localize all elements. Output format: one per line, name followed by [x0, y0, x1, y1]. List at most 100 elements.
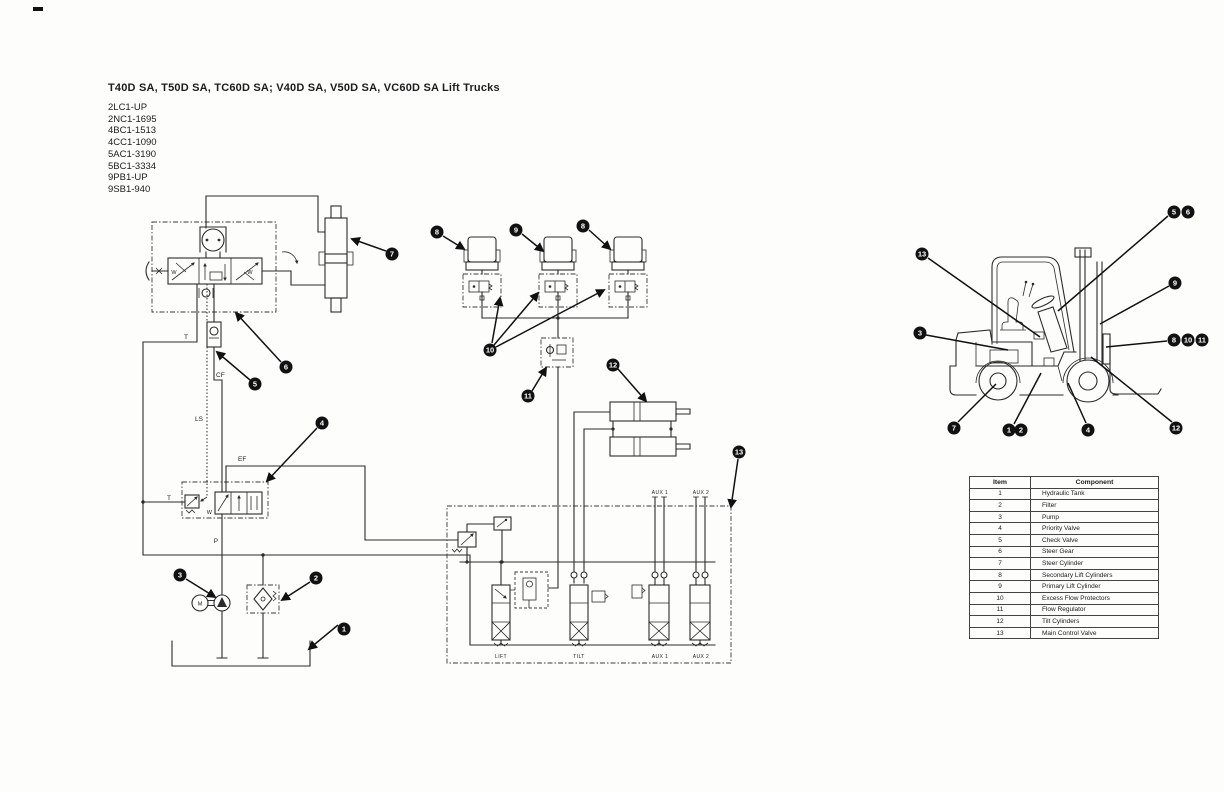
spring-label-left: W — [171, 270, 177, 276]
callout-line — [925, 334, 1009, 351]
callout-line — [1067, 382, 1087, 424]
callout-line — [442, 235, 466, 251]
pump-motor: M — [191, 594, 231, 659]
item-number: 4 — [969, 522, 1031, 535]
component-name: Steer Cylinder — [1030, 557, 1159, 570]
callout-badge — [309, 571, 323, 585]
callout-line — [727, 458, 739, 509]
serial-number: 5BC1-3334 — [108, 160, 157, 172]
aux1-port-label: AUX 1 — [652, 490, 668, 496]
callout-number: 1 — [342, 625, 346, 634]
callout-number: 8 — [581, 222, 585, 231]
callout-line — [617, 368, 648, 403]
callout-badge — [1167, 333, 1181, 347]
callout-number: 2 — [1019, 426, 1023, 435]
callout-badge — [521, 389, 535, 403]
lift-section-label: LIFT — [495, 654, 507, 660]
serial-number: 2LC1-UP — [108, 102, 148, 113]
item-number: 7 — [969, 557, 1031, 570]
serial-number: 5AC1-3190 — [108, 148, 157, 160]
callout-number: 7 — [390, 250, 394, 259]
serial-number: 4CC1-1090 — [108, 137, 157, 149]
ls-label: LS — [195, 416, 204, 423]
callout-number: 6 — [284, 363, 288, 372]
item-number: 1 — [969, 487, 1031, 501]
steer-cylinder — [205, 195, 354, 313]
item-number: 9 — [969, 580, 1031, 593]
callout-badge — [248, 377, 262, 391]
steer-plumbing: T LS CF — [142, 283, 225, 556]
p-label: P — [214, 538, 218, 545]
callout-number: 9 — [1173, 279, 1177, 288]
item-number: 11 — [969, 603, 1031, 617]
component-name: Pump — [1030, 510, 1159, 524]
main-control-valve: LIFT TILT AUX 1 AUX 2 AUX 1 AUX 2 — [446, 490, 732, 664]
callout-line — [185, 578, 217, 599]
callout-line — [493, 291, 540, 346]
item-column-header: Item — [969, 476, 1031, 489]
supply-return-lines: EF P — [142, 456, 716, 646]
callout-number: 9 — [514, 226, 518, 235]
spring-label-priority: W — [207, 510, 213, 516]
item-number: 2 — [969, 499, 1031, 512]
callout-badge — [1169, 421, 1183, 435]
scan-artifact — [33, 7, 43, 11]
t-port-label: T — [184, 334, 188, 341]
callout-number: 8 — [435, 228, 439, 237]
aux1-section-label: AUX 1 — [652, 654, 668, 660]
callout-badge — [732, 445, 746, 459]
callout-line — [588, 229, 612, 251]
tilt-cylinders — [573, 401, 691, 584]
component-name: Hydraulic Tank — [1030, 487, 1159, 501]
filter — [246, 554, 280, 659]
callout-number: 10 — [486, 346, 494, 355]
component-name: Flow Regulator — [1030, 603, 1159, 617]
callout-line — [495, 289, 606, 348]
callout-badge — [1168, 276, 1182, 290]
callout-badge — [1181, 205, 1195, 219]
callout-line — [1057, 215, 1169, 312]
priority-valve: T W — [141, 481, 269, 519]
callout-number: 1 — [1007, 426, 1011, 435]
callout-badge — [315, 416, 329, 430]
lift-cylinder-right — [609, 236, 647, 275]
callout-number: 5 — [1172, 208, 1176, 217]
t-port-label-2: T — [167, 495, 171, 502]
callout-line — [1090, 356, 1173, 423]
callout-number: 3 — [178, 571, 182, 580]
component-name: Steer Gear — [1030, 545, 1159, 559]
callout-line — [491, 296, 504, 344]
lift-cylinders — [462, 236, 648, 339]
component-name: Check Valve — [1030, 533, 1159, 547]
callout-number: 6 — [1186, 208, 1190, 217]
item-number: 3 — [969, 510, 1031, 524]
callout-badge — [915, 247, 929, 261]
callout-badge — [337, 622, 351, 636]
component-name: Filter — [1030, 499, 1159, 512]
callout-line — [265, 427, 318, 483]
callout-badge — [509, 223, 523, 237]
aux2-section-label: AUX 2 — [693, 654, 709, 660]
callout-line — [1099, 285, 1170, 325]
forklift-illustration — [949, 247, 1162, 403]
callout-line — [350, 236, 387, 252]
callout-badge — [173, 568, 187, 582]
callout-number: 4 — [1086, 426, 1091, 435]
component-name: Primary Lift Cylinder — [1030, 580, 1159, 593]
callout-badge — [430, 225, 444, 239]
serial-number: 2NC1-1695 — [108, 113, 157, 125]
excess-flow-protector-left — [462, 273, 502, 319]
component-name: Main Control Valve — [1030, 626, 1159, 640]
callout-badge — [279, 360, 293, 374]
table-header-row: Item Component — [969, 476, 1159, 489]
callout-number: 13 — [918, 250, 926, 259]
lift-cylinder-left — [463, 236, 501, 275]
callout-badge — [1195, 333, 1209, 347]
